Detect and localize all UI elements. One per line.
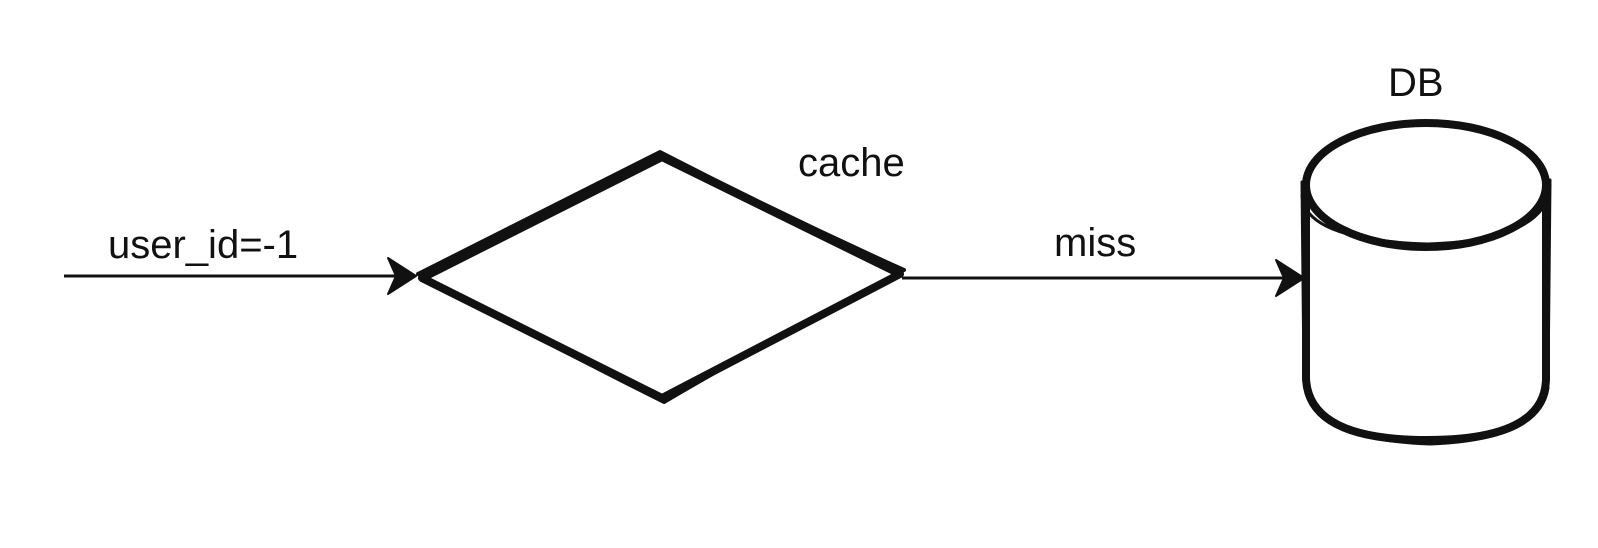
input-edge-label: user_id=-1 <box>108 223 298 267</box>
miss-edge-label: miss <box>1054 221 1136 265</box>
db-node-label: DB <box>1388 61 1444 105</box>
cache-node-label: cache <box>798 141 905 185</box>
input-arrow <box>64 257 417 295</box>
miss-arrow <box>902 259 1305 297</box>
cache-decision-node <box>416 150 906 404</box>
database-node <box>1300 119 1552 446</box>
